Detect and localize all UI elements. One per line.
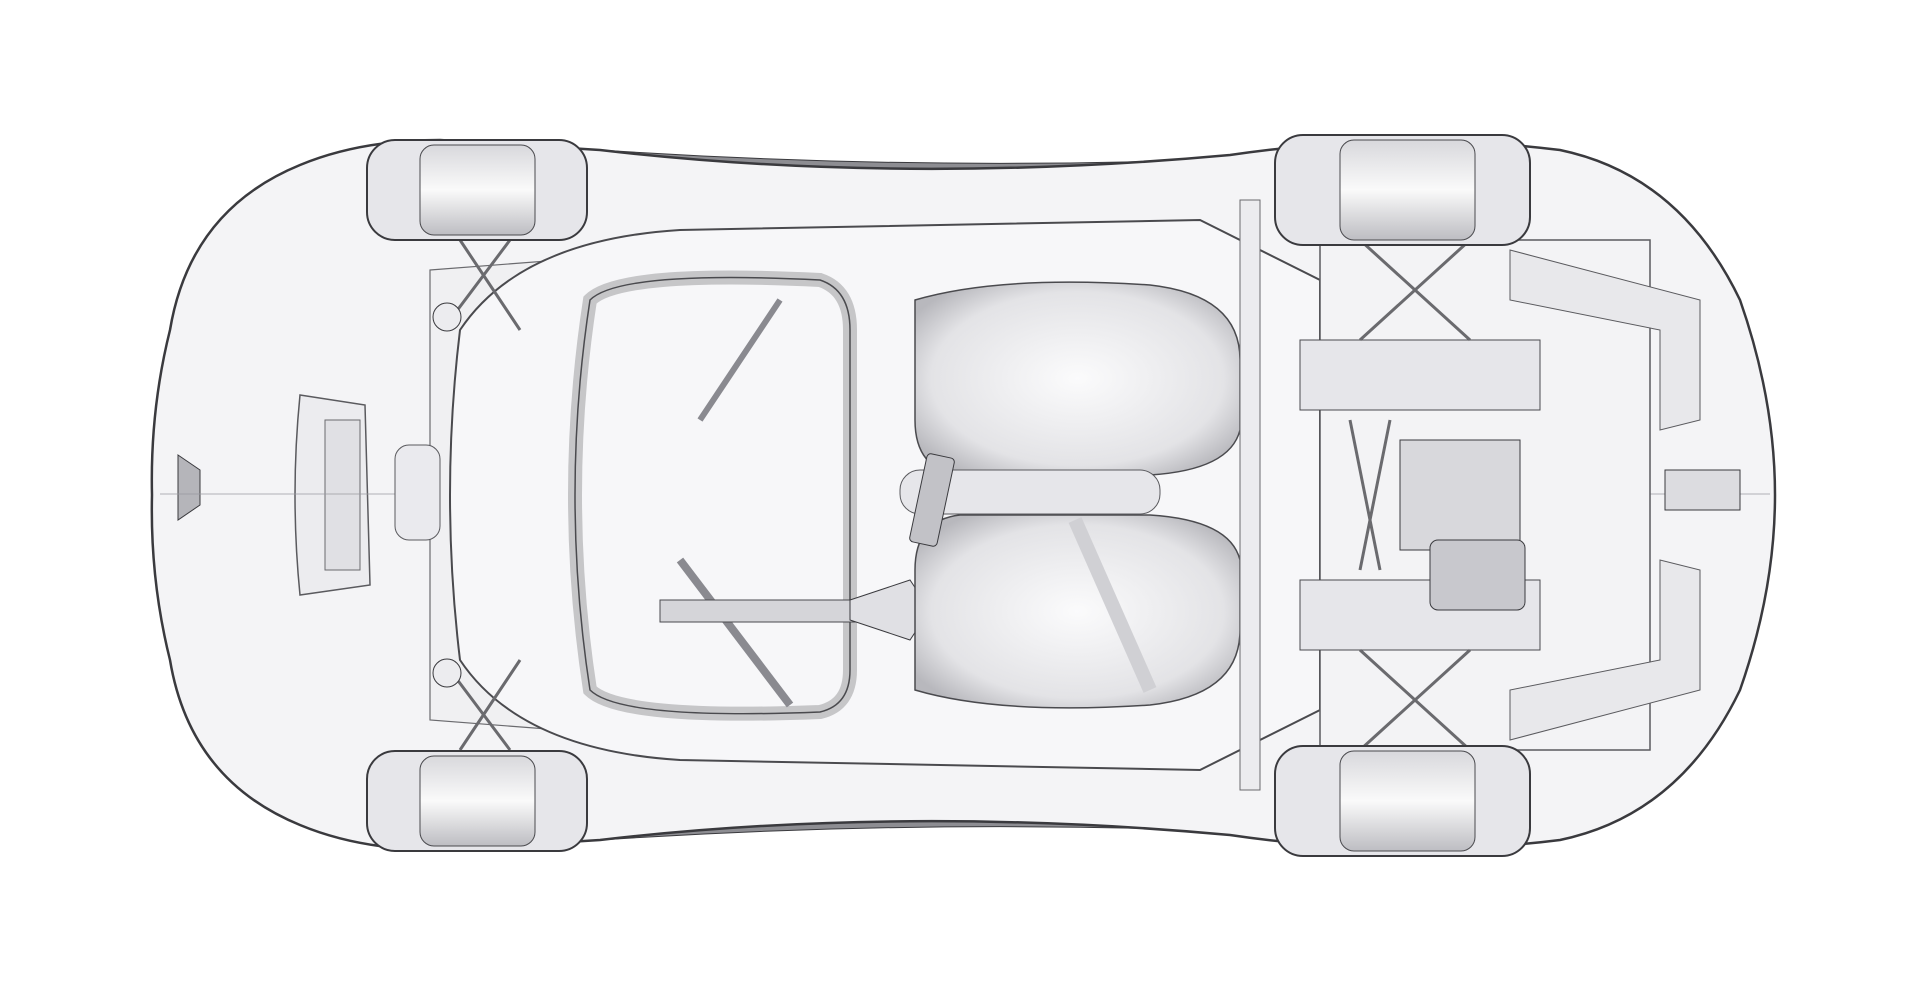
- electric-motor: [1429, 539, 1526, 611]
- rear-diffuser-bottom: [1509, 559, 1701, 741]
- firewall: [1239, 199, 1261, 791]
- left-seat: [914, 281, 1241, 476]
- roll-cage-outline: [574, 276, 851, 715]
- seat-belt: [1068, 517, 1157, 693]
- rear-left-wheel: [1274, 134, 1531, 246]
- front-vent-inner: [324, 419, 361, 571]
- cage-brace: [697, 298, 783, 422]
- rear-subframe-top: [1299, 339, 1541, 411]
- front-left-wheel: [366, 139, 588, 241]
- engine-block: [1399, 439, 1521, 551]
- steering-column: [659, 599, 861, 623]
- rear-diffuser-top: [1509, 249, 1701, 431]
- front-badge: [177, 454, 201, 521]
- center-console: [899, 469, 1161, 515]
- front-right-strut: [432, 658, 462, 688]
- right-seat: [914, 514, 1241, 709]
- rear-right-wheel: [1274, 745, 1531, 857]
- front-left-strut: [432, 302, 462, 332]
- rear-suspension-links: [1348, 238, 1472, 752]
- cage-brace: [676, 557, 794, 708]
- front-right-wheel: [366, 750, 588, 852]
- rear-view-mirror: [909, 453, 955, 547]
- front-suspension-links: [448, 239, 522, 751]
- tow-hook: [1664, 469, 1741, 511]
- front-nose-cone: [394, 444, 441, 541]
